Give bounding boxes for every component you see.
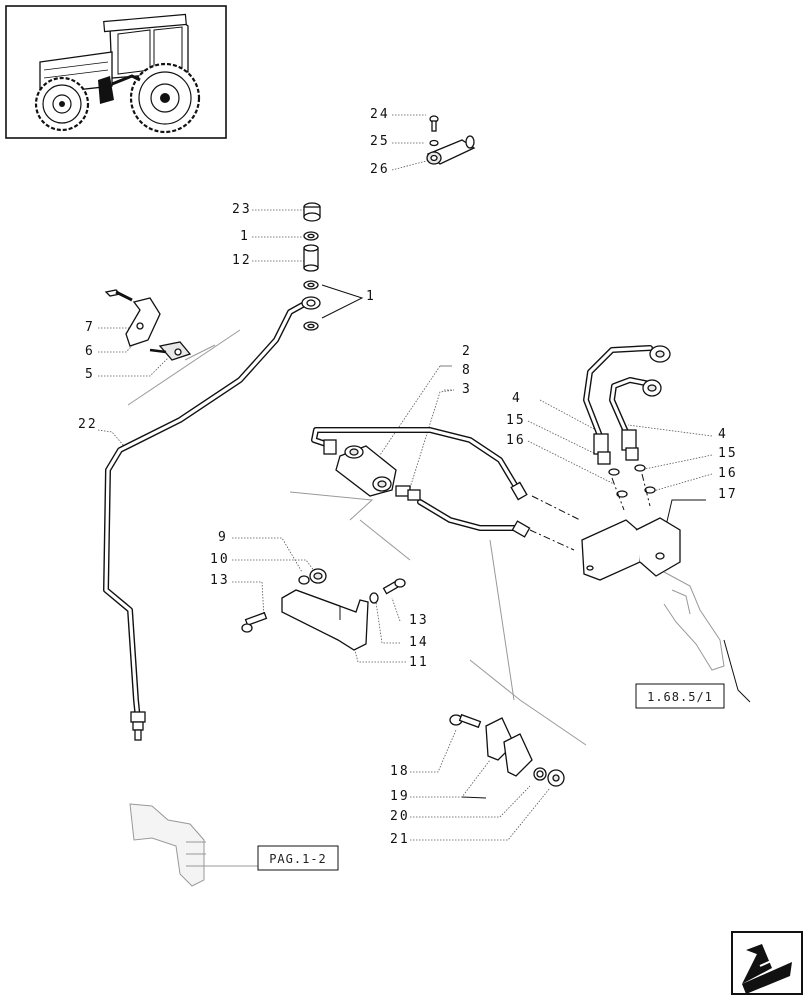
pressure-valve-8 <box>335 445 421 501</box>
assembly-lines <box>529 473 651 551</box>
callout-c20: 20 <box>390 809 410 824</box>
callout-c4a: 4 <box>512 391 522 406</box>
callout-c6: 6 <box>85 344 95 359</box>
pipe-clamp-bracket <box>104 289 192 361</box>
bracket-leaders <box>321 284 751 799</box>
callout-c3: 3 <box>462 382 472 397</box>
reference-page-box[interactable]: PAG.1-2 <box>257 845 339 871</box>
callout-c19: 19 <box>390 789 410 804</box>
callout-c21: 21 <box>390 832 410 847</box>
pedal-outline <box>663 571 725 671</box>
callout-c17: 17 <box>718 487 738 502</box>
callout-c12: 12 <box>232 253 252 268</box>
valve-fitting-24-26 <box>426 115 476 165</box>
callout-c15a: 15 <box>506 413 526 428</box>
callout-c15b: 15 <box>718 446 738 461</box>
tractor-thumbnail-icon <box>5 5 227 139</box>
callout-c13a: 13 <box>210 573 230 588</box>
callout-c9: 9 <box>218 530 228 545</box>
reference-bracket-outline <box>129 803 258 887</box>
brake-pipe-22 <box>103 299 311 741</box>
support-bracket-17 <box>581 517 681 581</box>
mounting-bracket-11 <box>241 568 406 651</box>
callout-c1a: 1 <box>240 229 250 244</box>
pipe-clamp-18-21 <box>449 713 565 787</box>
reference-figure-box[interactable]: 1.68.5/1 <box>635 683 725 709</box>
brake-hoses-4 <box>583 345 671 498</box>
construction-lines <box>127 329 587 746</box>
callout-c5: 5 <box>85 367 95 382</box>
callout-c23: 23 <box>232 202 252 217</box>
banjo-fitting-stack <box>301 202 321 331</box>
callout-c24: 24 <box>370 107 390 122</box>
callout-c4b: 4 <box>718 427 728 442</box>
reference-figure-label: 1.68.5/1 <box>647 690 713 704</box>
callout-c8: 8 <box>462 363 472 378</box>
callout-c16b: 16 <box>718 466 738 481</box>
next-page-arrow-icon[interactable] <box>731 931 803 995</box>
reference-page-label: PAG.1-2 <box>269 852 327 866</box>
callout-c14: 14 <box>409 635 429 650</box>
callout-c13b: 13 <box>409 613 429 628</box>
callout-c7: 7 <box>85 320 95 335</box>
callout-c18: 18 <box>390 764 410 779</box>
callout-c16a: 16 <box>506 433 526 448</box>
callout-c1b: 1 <box>366 289 376 304</box>
callout-c2: 2 <box>462 344 472 359</box>
callout-c25: 25 <box>370 134 390 149</box>
leader-lines <box>97 114 713 841</box>
callout-c26: 26 <box>370 162 390 177</box>
brake-lines-2-3 <box>311 427 531 538</box>
callout-c11: 11 <box>409 655 429 670</box>
callout-c10: 10 <box>210 552 230 567</box>
callout-c22: 22 <box>78 417 98 432</box>
